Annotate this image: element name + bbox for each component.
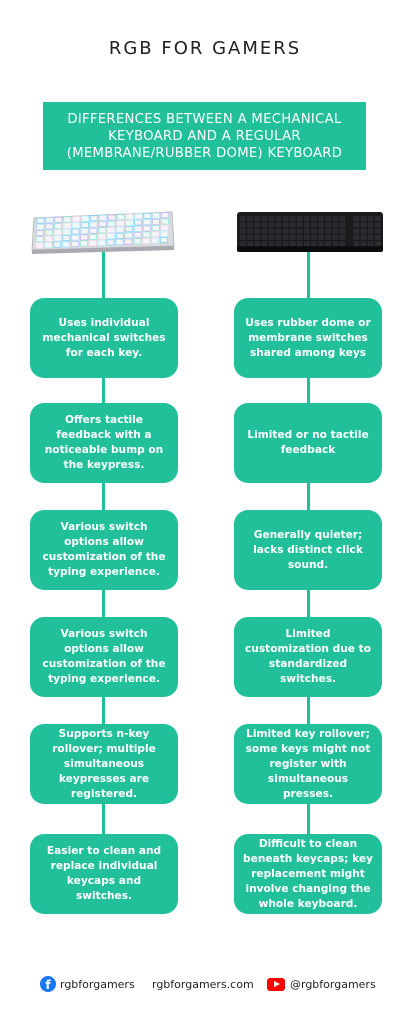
banner-line-3: (MEMBRANE/RUBBER DOME) KEYBOARD	[66, 145, 343, 161]
membrane-point-5: Limited key rollover; some keys might no…	[234, 724, 382, 804]
footer-youtube[interactable]: @rgbforgamers	[267, 972, 376, 996]
facebook-icon: f	[40, 976, 56, 992]
mechanical-point-4: Various switch options allow customizati…	[30, 617, 178, 697]
membrane-keyboard-image	[237, 212, 383, 252]
mechanical-point-2: Offers tactile feedback with a noticeabl…	[30, 403, 178, 483]
title-banner: DIFFERENCES BETWEEN A MECHANICAL KEYBOAR…	[43, 102, 366, 170]
banner-line-1: DIFFERENCES BETWEEN A MECHANICAL	[67, 111, 342, 127]
membrane-point-1: Uses rubber dome or membrane switches sh…	[234, 298, 382, 378]
youtube-handle: @rgbforgamers	[290, 977, 376, 991]
footer-facebook[interactable]: f rgbforgamers	[40, 972, 135, 996]
mechanical-point-5: Supports n-key rollover; multiple simult…	[30, 724, 178, 804]
mechanical-point-3: Various switch options allow customizati…	[30, 510, 178, 590]
mechanical-point-6: Easier to clean and replace individual k…	[30, 834, 178, 914]
mechanical-keyboard-image	[31, 211, 175, 254]
footer-website[interactable]: rgbforgamers.com	[152, 972, 254, 996]
membrane-point-4: Limited customization due to standardize…	[234, 617, 382, 697]
membrane-point-6: Difficult to clean beneath keycaps; key …	[234, 834, 382, 914]
membrane-point-2: Limited or no tactile feedback	[234, 403, 382, 483]
youtube-icon	[267, 977, 285, 991]
membrane-point-3: Generally quieter; lacks distinct click …	[234, 510, 382, 590]
website-url: rgbforgamers.com	[152, 977, 254, 991]
banner-line-2: KEYBOARD AND A REGULAR	[108, 128, 301, 144]
footer: f rgbforgamers rgbforgamers.com @rgbforg…	[0, 972, 410, 996]
mechanical-point-1: Uses individual mechanical switches for …	[30, 298, 178, 378]
brand-title: RGB FOR GAMERS	[108, 38, 302, 59]
facebook-handle: rgbforgamers	[60, 977, 135, 991]
